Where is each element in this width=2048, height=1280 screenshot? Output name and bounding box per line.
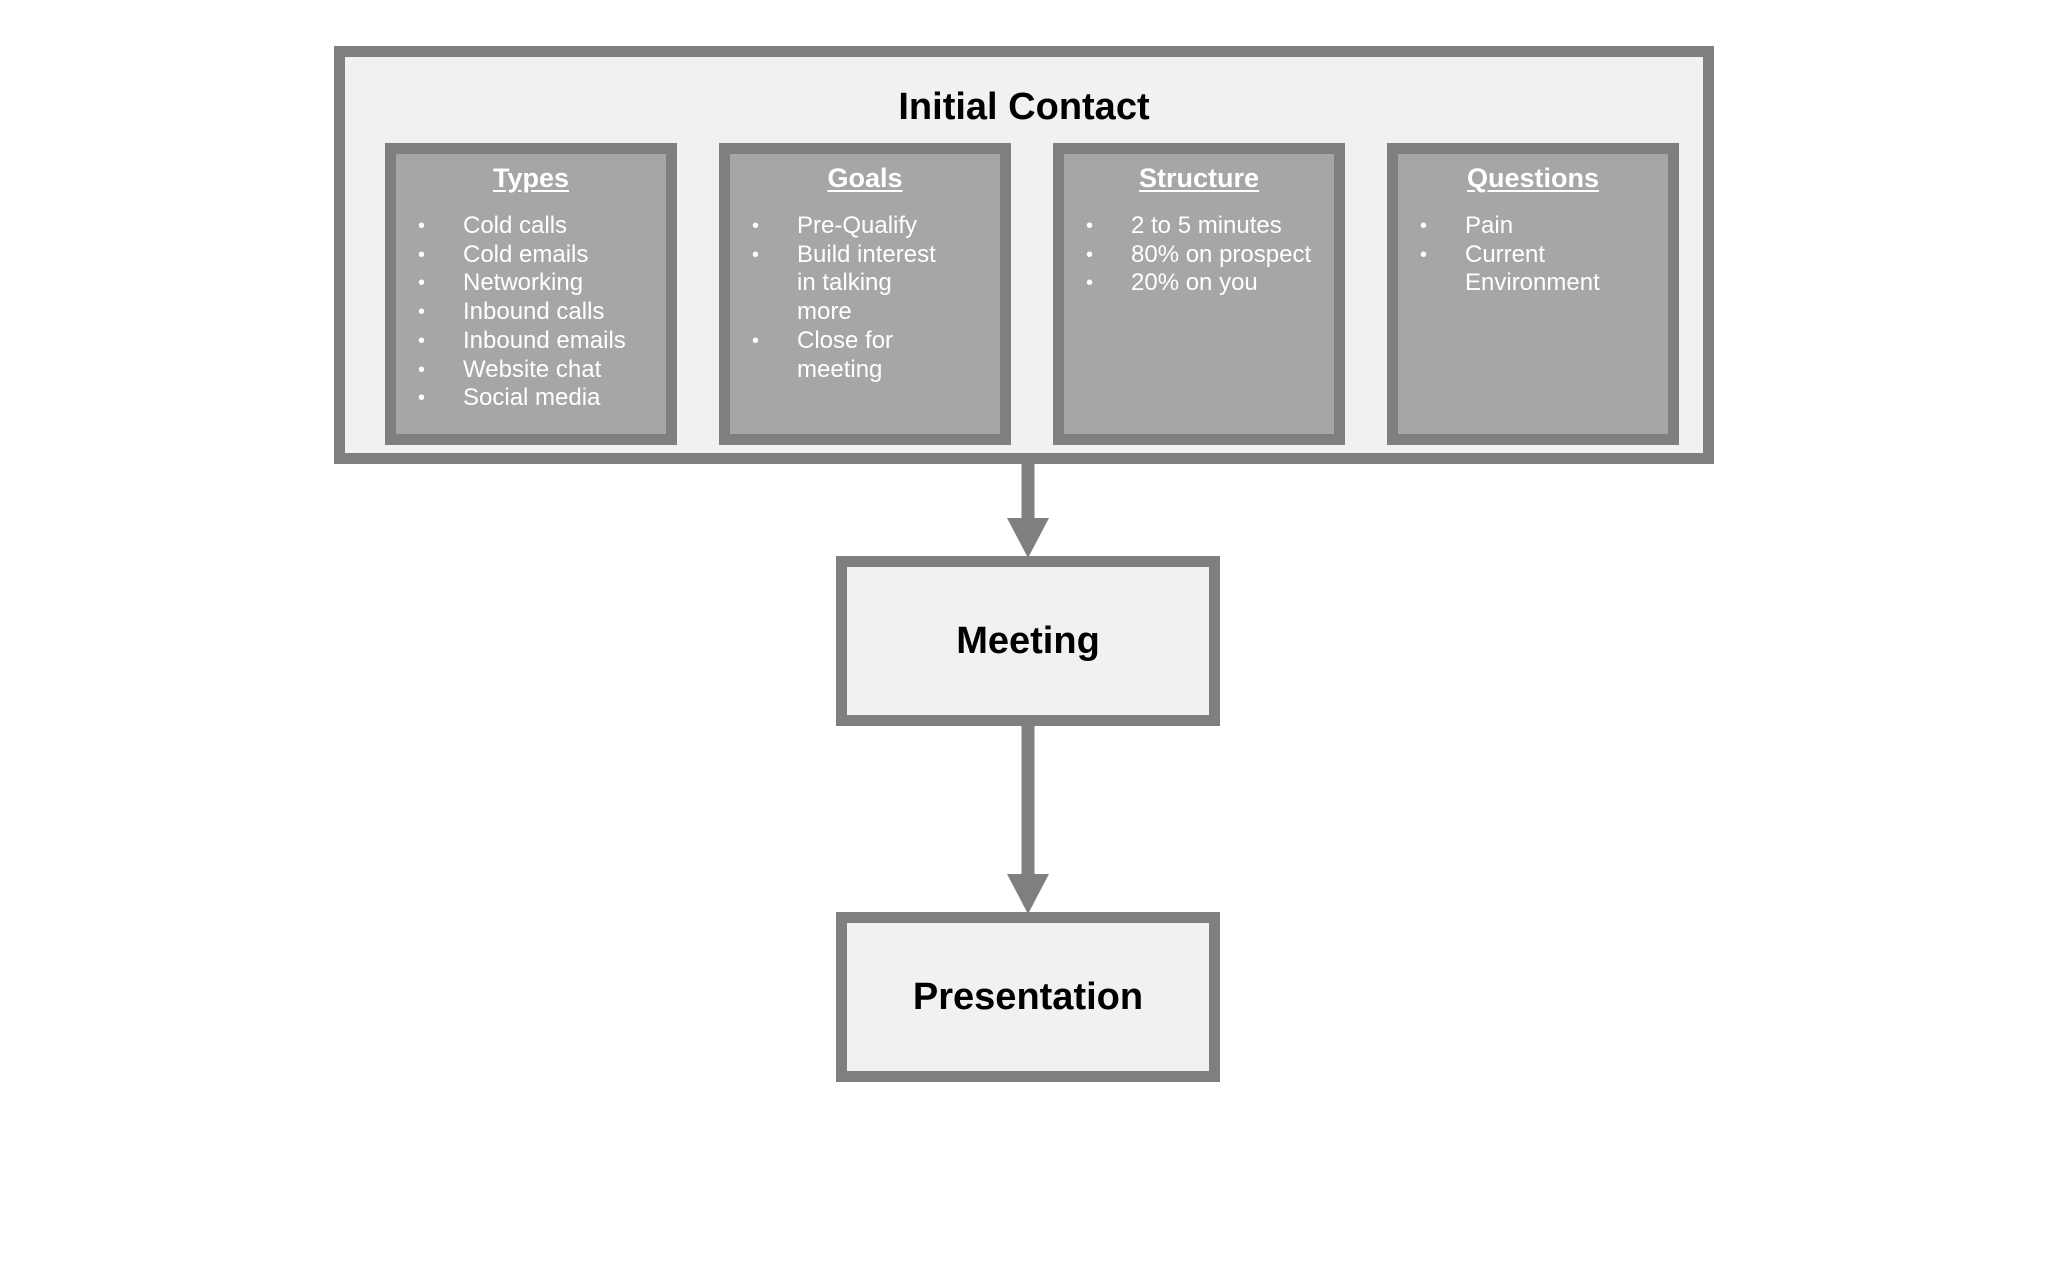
list-item-text: 2 to 5 minutes bbox=[1131, 212, 1282, 239]
list-item: • Inbound emails bbox=[418, 327, 658, 356]
arrow-initial-to-meeting-head bbox=[1007, 518, 1049, 558]
list-item: • Networking bbox=[418, 269, 658, 298]
list-item-text: Inbound calls bbox=[463, 298, 605, 326]
bullet-icon: • bbox=[1420, 243, 1428, 266]
bullet-icon: • bbox=[1086, 243, 1094, 266]
list-item: • 80% on prospect bbox=[1086, 241, 1326, 270]
list-item-text: Pain bbox=[1465, 212, 1514, 239]
bullet-icon: • bbox=[1086, 272, 1094, 295]
list-item-text: Cold calls bbox=[463, 212, 568, 239]
bullet-icon: • bbox=[418, 272, 426, 295]
card-goals-title: Goals bbox=[827, 163, 903, 193]
card-types-title: Types bbox=[492, 163, 570, 193]
card-goals: Goals • Pre-Qualify • Build interest in tal… bbox=[719, 143, 1011, 445]
list-item-text: Build interest in talking more bbox=[797, 240, 936, 326]
card-structure-title: Structure bbox=[1138, 163, 1260, 193]
bullet-icon: • bbox=[752, 329, 760, 352]
bullet-icon: • bbox=[418, 243, 426, 266]
list-item: • Close for meeting bbox=[752, 327, 952, 384]
card-questions-title: Questions bbox=[1466, 163, 1600, 193]
list-item-text: 80% on prospect bbox=[1131, 240, 1312, 268]
list-item-text: Close for meeting bbox=[797, 326, 894, 383]
presentation-box: Presentation bbox=[836, 912, 1220, 1082]
bullet-icon: • bbox=[1420, 215, 1428, 237]
card-types: Types • Cold calls • Cold emails • Networking… bbox=[385, 143, 677, 445]
list-item-text: Current Environment bbox=[1465, 240, 1600, 297]
bullet-icon: • bbox=[418, 387, 426, 410]
bullet-icon: • bbox=[752, 243, 760, 266]
bullet-icon: • bbox=[752, 215, 760, 237]
list-item: • Build interest in talking more bbox=[752, 241, 952, 327]
meeting-box: Meeting bbox=[836, 556, 1220, 726]
list-item-text: Pre-Qualify bbox=[797, 212, 918, 239]
arrow-meeting-to-presentation-head bbox=[1007, 874, 1049, 914]
bullet-icon: • bbox=[418, 215, 426, 237]
card-questions: Questions • Pain • Current Environment bbox=[1387, 143, 1679, 445]
list-item: • 2 to 5 minutes bbox=[1086, 212, 1326, 241]
list-item-text: Cold emails bbox=[463, 240, 589, 268]
card-types-list: • Cold calls • Cold emails • Networking • Inbou… bbox=[418, 212, 658, 413]
list-item: • Inbound calls bbox=[418, 298, 658, 327]
card-structure-list: • 2 to 5 minutes • 80% on prospect • 20% on y… bbox=[1086, 212, 1326, 298]
list-item: • Current Environment bbox=[1420, 241, 1600, 298]
list-item: • Cold calls bbox=[418, 212, 658, 241]
list-item-text: Networking bbox=[463, 269, 584, 297]
list-item-text: Website chat bbox=[463, 355, 602, 383]
list-item-text: Inbound emails bbox=[463, 326, 626, 354]
presentation-label: Presentation bbox=[912, 975, 1144, 1018]
initial-contact-title: Initial Contact bbox=[898, 86, 1150, 128]
bullet-icon: • bbox=[1086, 215, 1094, 237]
meeting-label: Meeting bbox=[956, 619, 1100, 662]
list-item: • Website chat bbox=[418, 356, 658, 385]
card-questions-list: • Pain • Current Environment bbox=[1420, 212, 1600, 298]
initial-contact-box: Initial Contact Types • Cold calls • Cold e… bbox=[334, 46, 1714, 464]
list-item: • Social media bbox=[418, 384, 658, 413]
bullet-icon: • bbox=[418, 358, 426, 381]
card-goals-list: • Pre-Qualify • Build interest in talking m… bbox=[752, 212, 952, 384]
list-item: • Cold emails bbox=[418, 241, 658, 270]
card-structure: Structure • 2 to 5 minutes • 80% on prospec… bbox=[1053, 143, 1345, 445]
list-item: • Pain bbox=[1420, 212, 1578, 241]
list-item-text: Social media bbox=[463, 384, 601, 412]
list-item-text: 20% on you bbox=[1131, 269, 1258, 297]
list-item: • 20% on you bbox=[1086, 269, 1326, 298]
list-item: • Pre-Qualify bbox=[752, 212, 952, 241]
bullet-icon: • bbox=[418, 329, 426, 352]
bullet-icon: • bbox=[418, 301, 426, 324]
